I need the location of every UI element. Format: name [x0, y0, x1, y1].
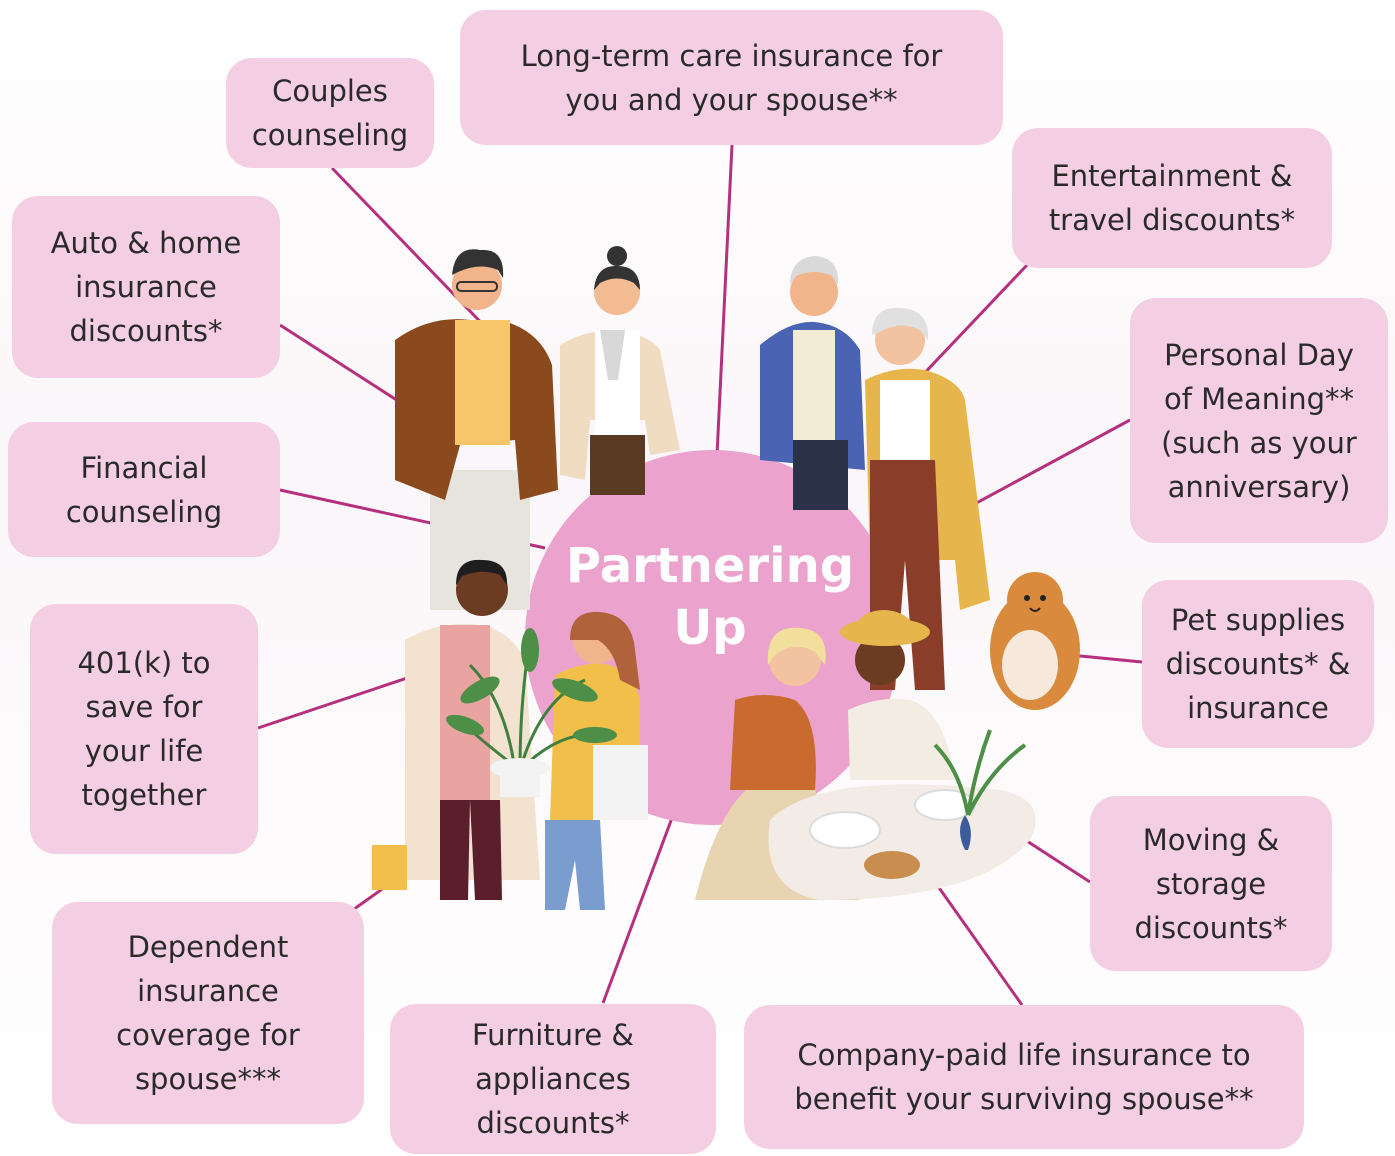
couple-with-plant-illustration: [372, 559, 648, 910]
dining-couple-illustration: [695, 610, 1036, 900]
benefit-financial-counseling: Financial counseling: [8, 422, 280, 557]
connector-life-insurance: [928, 874, 1024, 1006]
benefit-couples-counseling: Couples counseling: [226, 58, 434, 168]
benefit-long-term-care: Long-term care insurance for you and you…: [460, 10, 1003, 145]
connector-furniture-appliances: [601, 817, 674, 1004]
benefit-personal-day: Personal Day of Meaning** (such as your …: [1130, 298, 1388, 543]
benefit-furniture-appliances: Furniture & appliances discounts*: [390, 1004, 716, 1154]
connector-pet-supplies: [1069, 653, 1143, 664]
benefit-pet-supplies: Pet supplies discounts* & insurance: [1142, 580, 1374, 748]
center-title: Partnering Up: [565, 538, 855, 656]
benefit-dependent-insurance: Dependent insurance coverage for spouse*…: [52, 902, 364, 1124]
connector-401k: [257, 670, 426, 730]
connector-long-term-care: [715, 144, 734, 456]
benefit-entertainment-travel: Entertainment & travel discounts*: [1012, 128, 1332, 268]
benefit-401k: 401(k) to save for your life together: [30, 604, 258, 854]
benefit-life-insurance: Company-paid life insurance to benefit y…: [744, 1005, 1304, 1149]
couple-1-illustration: [395, 246, 680, 610]
benefit-moving-storage: Moving & storage discounts*: [1090, 796, 1332, 971]
benefit-auto-home: Auto & home insurance discounts*: [12, 196, 280, 378]
